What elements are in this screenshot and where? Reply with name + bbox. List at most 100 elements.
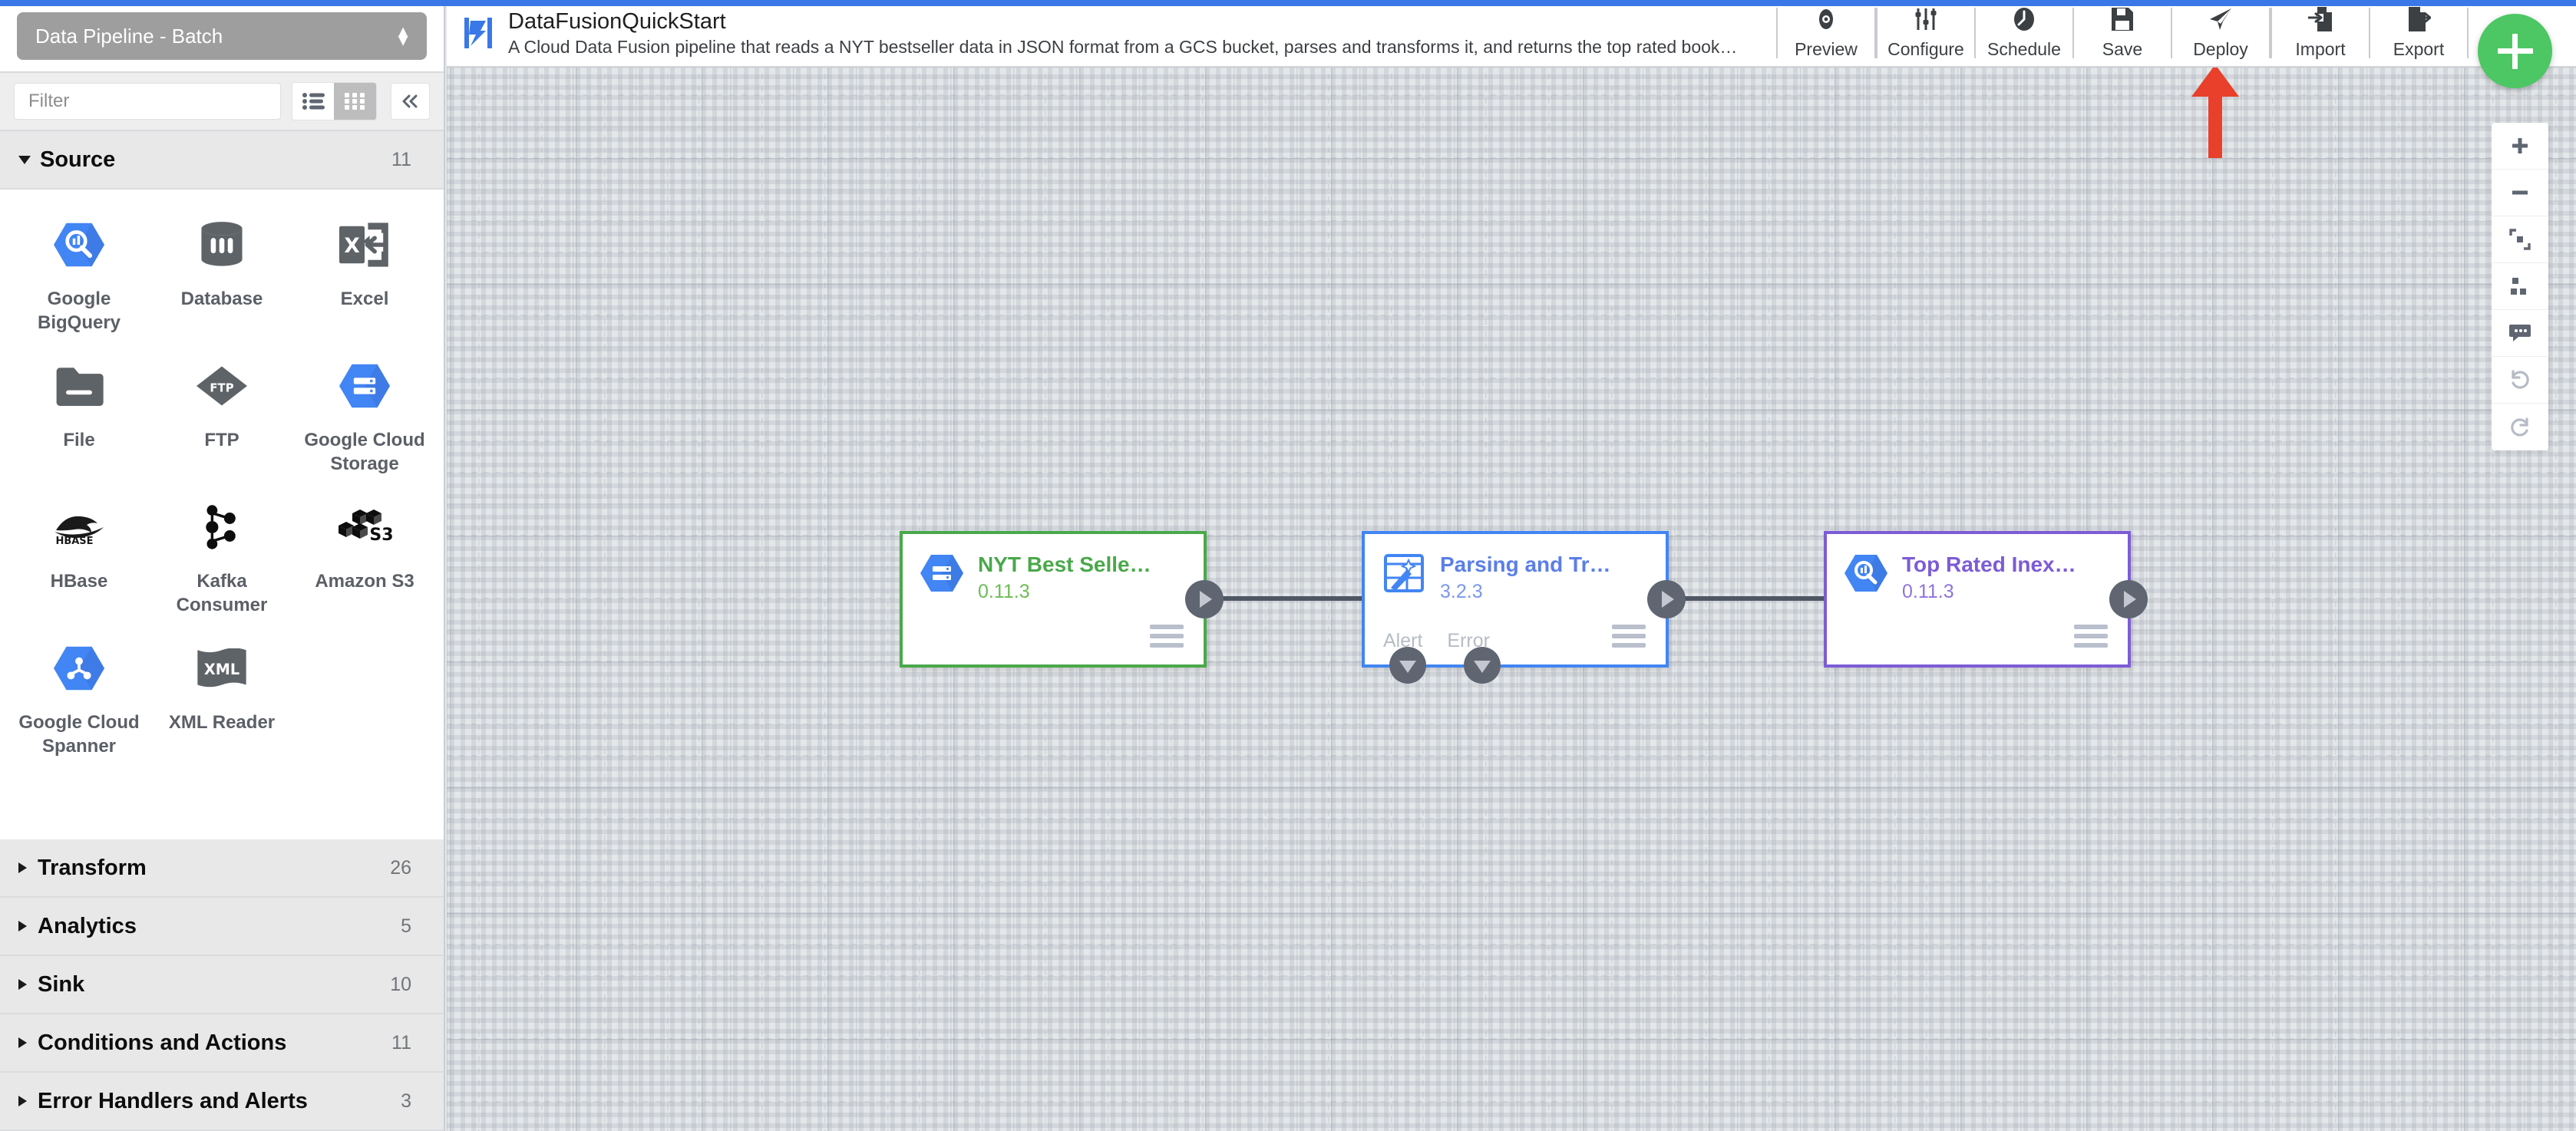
node-title: Top Rated Inex… [1902,552,2076,576]
save-button[interactable]: Save [2074,0,2171,66]
plugin-label: Database [180,289,263,309]
clock-icon [2012,5,2036,34]
sliders-icon [1913,5,1939,34]
node-output-port[interactable] [1647,580,1686,618]
plugin-label: File [63,430,95,450]
node-menu-button[interactable] [2074,625,2108,648]
pipeline-node-transform[interactable]: Parsing and Tr… 3.2.3 Alert Error [1362,531,1686,684]
schedule-label: Schedule [1987,39,2061,59]
plugin-item-excel[interactable]: X Excel [293,209,436,346]
divider [2072,8,2074,58]
deploy-label: Deploy [2193,39,2248,59]
pipeline-node-sink[interactable]: Top Rated Inex… 0.11.3 [1824,531,2148,668]
zoom-in-icon[interactable] [2492,123,2548,170]
redo-icon[interactable] [2492,404,2548,450]
node-error-port[interactable] [1464,647,1501,684]
node-header: Parsing and Tr… 3.2.3 [1365,534,1666,603]
xml-reader-icon: XML [194,641,249,696]
svg-text:XML: XML [204,661,239,678]
sidebar-section-transform[interactable]: Transform 26 [0,839,444,898]
view-toggle-group [292,82,377,120]
plugin-item-kafka-consumer[interactable]: Kafka Consumer [150,492,293,628]
plugin-item-xml-reader[interactable]: XML XML Reader [150,633,293,770]
deploy-button[interactable]: Deploy [2172,0,2269,66]
export-button[interactable]: Export [2370,0,2467,66]
grid-view-icon[interactable] [334,83,376,120]
plugin-item-google-cloud-spanner[interactable]: Google Cloud Spanner [8,633,150,770]
google-cloud-spanner-icon [51,641,107,696]
node-text-block: Parsing and Tr… 3.2.3 [1440,551,1611,603]
node-title: Parsing and Tr… [1440,552,1611,576]
svg-text:FTP: FTP [210,381,233,394]
plugin-label: Kafka Consumer [176,571,268,615]
sidebar-section-error-handlers-and-alerts[interactable]: Error Handlers and Alerts 3 [0,1073,444,1131]
spinner-arrows-icon: ▲▼ [395,21,411,50]
import-button[interactable]: Import [2272,0,2369,66]
node-header: NYT Best Selle… 0.11.3 [903,534,1204,603]
pipeline-type-label: Data Pipeline - Batch [35,24,223,48]
node-menu-button[interactable] [1150,625,1184,648]
pipeline-type-select[interactable]: Data Pipeline - Batch ▲▼ [17,12,427,60]
add-node-button[interactable] [2478,14,2552,88]
import-label: Import [2295,39,2346,59]
plugin-item-database[interactable]: Database [150,209,293,346]
sidebar-spacer [0,785,444,839]
plugin-filter-bar [0,71,444,131]
plugin-label: XML Reader [168,712,276,733]
plugin-item-ftp[interactable]: FTP FTP [150,351,293,487]
pipeline-description: A Cloud Data Fusion pipeline that reads … [508,36,1738,57]
list-view-icon[interactable] [292,83,335,120]
plugin-label: Google Cloud Spanner [18,712,140,757]
plugin-label: Google BigQuery [37,289,121,333]
top-accent-bar [0,0,2576,6]
eye-icon [1812,5,1840,34]
node-output-port[interactable] [2109,580,2148,618]
collapse-panel-button[interactable] [390,83,430,120]
pipeline-canvas[interactable]: NYT Best Selle… 0.11.3 [447,0,2576,1131]
sidebar-sections-collapsed: Transform 26 Analytics 5 Sink 10 Conditi… [0,839,444,1131]
section-count: 11 [391,1031,411,1054]
plugin-item-file[interactable]: File [8,351,150,487]
section-label: Source [40,147,116,172]
pipeline-node-source[interactable]: NYT Best Selle… 0.11.3 [900,531,1224,668]
toolbar-actions: Preview Configure [1776,0,2576,88]
sidebar-section-conditions-and-actions[interactable]: Conditions and Actions 11 [0,1014,444,1073]
schedule-button[interactable]: Schedule [1976,0,2072,66]
source-plugin-grid: Google BigQuery Database [0,190,444,785]
fit-to-screen-icon[interactable] [2492,216,2548,263]
sidebar-section-source[interactable]: Source 11 [0,131,444,190]
sidebar-section-sink[interactable]: Sink 10 [0,956,444,1014]
sidebar-section-analytics[interactable]: Analytics 5 [0,898,444,956]
data-fusion-logo-icon [462,15,494,51]
node-alert-port[interactable] [1389,647,1426,684]
divider [1974,8,1976,58]
undo-icon[interactable] [2492,357,2548,404]
page-title[interactable]: DataFusionQuickStart [508,8,726,34]
zoom-out-icon[interactable] [2492,170,2548,216]
divider [1876,8,1878,58]
node-menu-button[interactable] [1612,625,1646,648]
node-text-block: NYT Best Selle… 0.11.3 [978,551,1151,603]
configure-button[interactable]: Configure [1878,0,1974,66]
comment-icon[interactable] [2492,310,2548,357]
google-bigquery-icon [51,217,107,272]
pipeline-toolbar: DataFusionQuickStart A Cloud Data Fusion… [447,0,2576,88]
plugin-item-hbase[interactable]: HBASE HBase [8,492,150,628]
node-version: 0.11.3 [1902,581,1954,603]
pipeline-type-bar: Data Pipeline - Batch ▲▼ [0,0,444,71]
preview-button[interactable]: Preview [1778,0,1874,66]
add-node-wrap [2469,0,2576,88]
google-cloud-storage-icon [920,551,964,595]
pipeline-meta: DataFusionQuickStart A Cloud Data Fusion… [447,0,1776,66]
node-output-port[interactable] [1185,580,1224,618]
plugin-item-amazon-s3[interactable]: S3 Amazon S3 [293,492,436,628]
search-input[interactable] [14,83,281,120]
plugin-item-google-bigquery[interactable]: Google BigQuery [8,209,150,346]
plugin-label: FTP [204,430,239,450]
plugin-label: Google Cloud Storage [304,430,425,474]
align-nodes-icon[interactable] [2492,263,2548,310]
divider [2269,8,2271,58]
svg-text:S3: S3 [369,526,392,545]
plugin-item-google-cloud-storage[interactable]: Google Cloud Storage [293,351,436,487]
paper-plane-icon [2208,5,2234,34]
